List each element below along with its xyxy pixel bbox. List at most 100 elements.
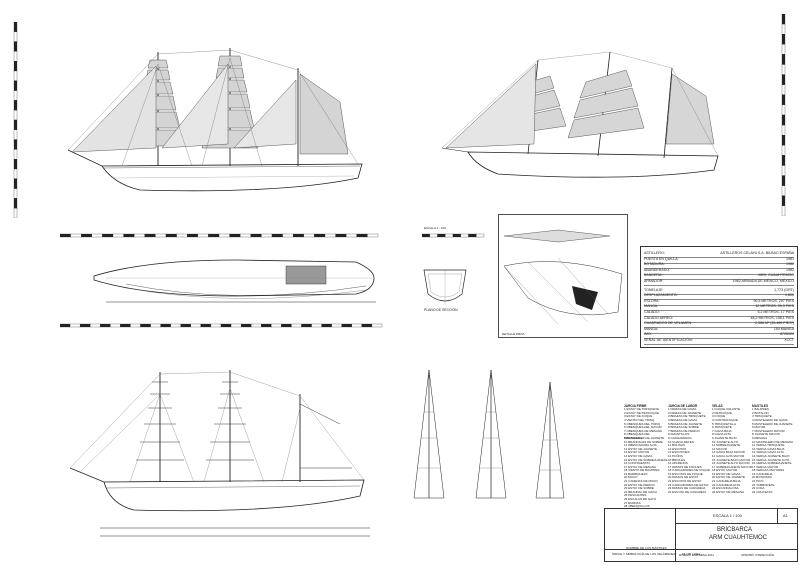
mast-front-view-main [475, 369, 507, 499]
legend-item: 22 CANGREJA ALTA [712, 482, 741, 487]
legend-item: 23 COFA [752, 486, 765, 491]
spec-row: PUESTA EN QUILLA: 1981 [644, 256, 794, 264]
ruler-segment [13, 80, 18, 91]
scale-bar-top [60, 233, 379, 238]
legend-item: 2 ESTAY DE PETIFOQUE [624, 410, 660, 415]
legend-item: 2 PETIFOQUE [712, 410, 732, 415]
scale-segment [150, 323, 161, 328]
legend-item: 28 OBENQUILLOS [624, 504, 650, 509]
ruler-segment [781, 84, 786, 95]
scale-segment [445, 233, 454, 238]
spec-row: BOTADURA:1982 [644, 261, 794, 270]
legend-item: 1 ESTAY DE TRINQUETE [624, 407, 659, 412]
legend-item: 15 BRIOLES [668, 457, 686, 462]
ruler-segment [13, 51, 18, 62]
ruler-segment [781, 195, 786, 207]
ruler-segment [13, 208, 18, 218]
legend-item: 25 PESCANTES [624, 493, 647, 498]
legend-item: 22 CARGADORES DE ESTAY [668, 482, 709, 487]
legend-item: 7 GAVIA BAJA [712, 428, 732, 433]
legend-item: 21 PICO [752, 479, 764, 484]
scale-segment [422, 233, 430, 238]
ruler-segment [13, 198, 18, 209]
legend-item: 6 BRAZAS DE SOBRE [668, 425, 699, 430]
legend-header: MASTILES [752, 404, 769, 408]
spec-value: 1,800 [785, 293, 794, 298]
legend-item: 13 GAVIA BAJA MAYOR [712, 450, 745, 455]
scale-segment [208, 233, 220, 238]
legend-item: 14 VERGA JUANETE BAJO [752, 453, 790, 458]
legend-item: 23 ESCANDALOSA [712, 486, 739, 491]
scale-segment [356, 233, 368, 238]
ruler-segment [13, 149, 18, 160]
legend-item: 21 CADENAS DE MOCO [624, 479, 658, 484]
legend-item: 20 ESTAY DE JUANETE [712, 475, 746, 480]
spec-value: 2,368 M² (25,489 PIES²) [755, 321, 794, 326]
legend-item: 12 VERGA GAVIA BAJA [752, 446, 785, 451]
bow-detail [498, 214, 628, 338]
ruler-segment [781, 155, 786, 166]
spec-key: ARMADOR: [644, 279, 664, 283]
spec-key: BANDERA: [644, 273, 663, 278]
scale-segment [371, 323, 383, 328]
scale-segment [176, 233, 188, 238]
drawing-date: 15 / 06 / 2011 [682, 552, 701, 556]
legend-item: 11 OBENCADURA ALTA [624, 443, 657, 448]
scale-segment [200, 323, 212, 328]
spec-key: BOTADURA: [644, 262, 665, 267]
drawn-by: DISEÑO: EMPRESA 2011 [679, 553, 714, 557]
legend-item: 3 FOQUE [712, 414, 726, 419]
ruler-segment [781, 175, 786, 186]
ruler-segment [781, 145, 786, 156]
ruler-segment [781, 54, 786, 65]
legend-item: 5 OBENQUES DEL TRINQ [624, 421, 661, 426]
scale-segment [303, 233, 315, 238]
spec-value: 1981 [786, 256, 794, 261]
ruler-segment [781, 104, 786, 116]
sail-plan-perspective [441, 51, 719, 178]
legend-item: 14 PUÑOS [668, 453, 683, 458]
scale-segment [250, 233, 262, 238]
legend-header: JARCIA DE LABOR [668, 404, 698, 408]
scale-segment [291, 323, 302, 328]
scale-segment [351, 323, 363, 328]
ruler-segment [13, 100, 18, 111]
ruler-segment [13, 31, 18, 42]
legend-item: 26 ESCALAS DE GATO [624, 497, 657, 502]
scale-segment [60, 323, 71, 328]
scale-segment [91, 233, 103, 238]
spec-value: 1,773 (GRT) [774, 287, 794, 292]
legend-item: 10 BRANDALES DE SOBRE [624, 439, 663, 444]
spec-value: 90,5 METROS, 297 PIES [753, 298, 794, 303]
rigging-profile [69, 370, 370, 537]
spec-value: 1982 ARMADA DE MÉXICO, MÉXICO [732, 279, 794, 283]
legend-item: 8 OBENQUES DEL MASTELERO [624, 432, 651, 440]
title-block: ESCALA 1 / 100 A1 BRICBARCA ARM CUAUHTEM… [604, 508, 798, 562]
ruler-segment [13, 22, 18, 32]
ruler-segment [781, 185, 786, 196]
mast-front-view-mizzen [535, 381, 565, 499]
legend-item: 15 JUANETE BAJO MAYOR [712, 457, 751, 462]
ruler-segment [13, 178, 18, 189]
legend-item: 19 BARBIQUEJO [624, 471, 648, 476]
ship-name: ARM CUAUHTEMOC [709, 535, 767, 541]
spec-value: 12 METROS, 39,3 PIES [755, 304, 794, 309]
spec-key: CUADRADOS DE VELAMEN: [644, 321, 693, 326]
spec-key: DESPLAZAMIENTO: [644, 293, 678, 298]
legend-item: 1 FOQUE VOLANTE [712, 407, 741, 412]
legend-item: 1 BAUPRES [752, 407, 769, 412]
scale-segment [271, 233, 283, 238]
spec-key: PUESTA EN QUILLA: [644, 256, 679, 261]
scale-segment [165, 233, 177, 238]
ruler-segment [781, 205, 786, 216]
ruler-segment [13, 90, 18, 101]
legend-item: 18 VERGAS MAYORES [752, 468, 785, 473]
spec-key: ABANDERADO: [644, 267, 671, 272]
legend-item: 23 ESTAY DE SOBRE [624, 486, 654, 491]
ruler-segment [13, 129, 18, 140]
legend-item: 8 JUANETE MAYOR [752, 432, 780, 437]
ruler-segment [781, 23, 786, 35]
sail-plan-profile [67, 48, 363, 192]
right-scale-ruler [781, 14, 786, 216]
